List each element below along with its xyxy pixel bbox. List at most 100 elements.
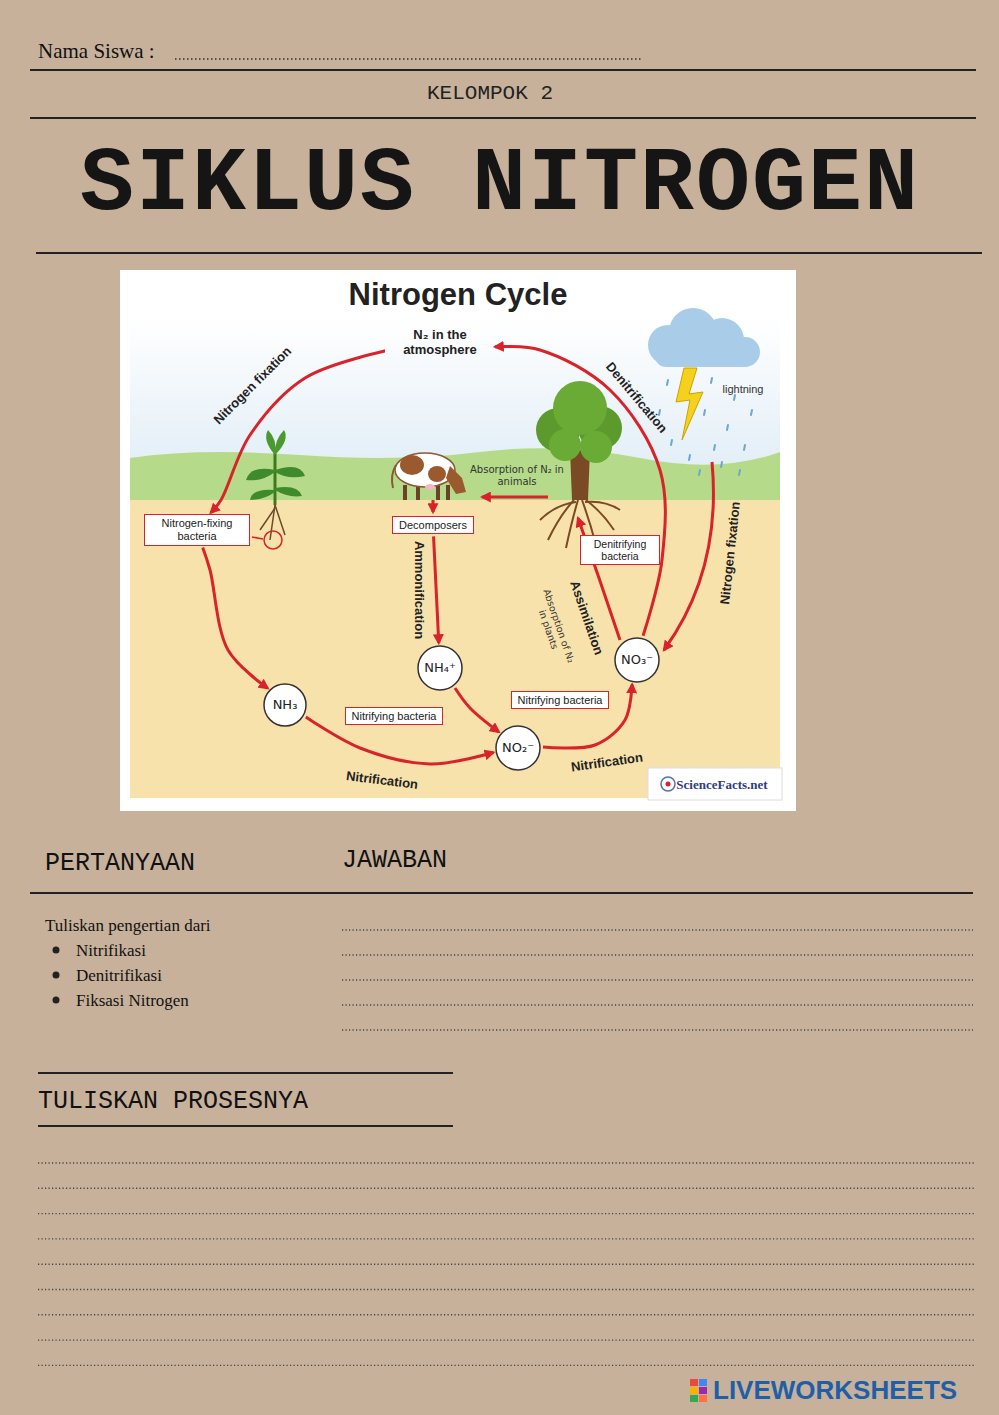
question-item: Fiksasi Nitrogen <box>76 991 189 1011</box>
cow <box>392 465 396 488</box>
liveworksheets-logo <box>699 1379 707 1386</box>
answer-lines <box>38 1263 976 1264</box>
cloud-lightning <box>744 445 745 450</box>
tree <box>553 381 607 435</box>
answer-lines <box>38 1289 976 1290</box>
node-text: Nitrifying bacteria <box>352 710 437 723</box>
cow <box>428 466 446 482</box>
tree <box>549 429 581 461</box>
answer-lines <box>342 954 973 955</box>
header-rules <box>30 69 976 71</box>
header-rules <box>30 117 976 119</box>
node-text: NH₄⁺ <box>424 661 456 676</box>
question-item: Nitrifikasi <box>76 941 146 961</box>
bacteria-box: Nitrogen-fixing bacteria <box>144 514 250 545</box>
cow <box>446 466 466 494</box>
plant <box>260 505 285 540</box>
question-item: Denitrifikasi <box>76 966 162 986</box>
cow <box>395 453 455 487</box>
answer-lines <box>38 1162 976 1163</box>
bullets <box>53 947 60 954</box>
lightning-label: lightning <box>723 383 764 396</box>
cloud-lightning <box>739 470 740 475</box>
tree <box>585 502 620 510</box>
section-rules <box>30 893 973 1126</box>
answer-lines <box>38 1213 976 1214</box>
process-label: Ammonification <box>412 541 427 639</box>
plant <box>264 531 282 549</box>
cow <box>400 455 424 475</box>
column-heading: PERTANYAAN <box>45 850 195 879</box>
plant-absorption-label: Absorption of N₂ in plants <box>529 586 576 671</box>
answer-lines <box>38 1339 976 1340</box>
circle-outline <box>418 646 462 690</box>
circle-outline <box>615 638 659 682</box>
cloud-lightning <box>699 470 700 475</box>
source-watermark: ScienceFacts.net <box>676 778 767 793</box>
plant <box>250 490 275 500</box>
process-label: Denitrification <box>602 360 670 437</box>
layout-arrows <box>664 462 713 650</box>
cloud-lightning <box>704 410 705 415</box>
compound-circle: NO₂⁻ <box>495 725 541 771</box>
node-text: NO₂⁻ <box>502 741 534 756</box>
sciencefacts-badge <box>666 782 671 787</box>
liveworksheets-logo <box>699 1387 707 1394</box>
cycle-picture <box>120 270 796 811</box>
diagram-heading: Nitrogen Cycle <box>349 277 568 313</box>
node-text: Decomposers <box>399 519 467 532</box>
liveworksheets-logo <box>690 1379 698 1386</box>
plant <box>275 430 286 455</box>
plant <box>275 487 302 496</box>
plant <box>252 537 263 539</box>
watermark: LIVEWORKSHEETS <box>713 1376 957 1406</box>
cloud-lightning <box>727 425 728 430</box>
cloud-lightning <box>714 445 715 450</box>
bullets <box>53 997 60 1004</box>
compound-circle: NH₃ <box>263 683 307 727</box>
header-rules <box>175 58 642 60</box>
answer-lines <box>342 979 973 980</box>
node-text: Nitrogen-fixing bacteria <box>151 517 243 542</box>
plant <box>275 505 285 535</box>
liveworksheets-logo <box>699 1395 707 1402</box>
group-label: KELOMPOK 2 <box>427 82 553 106</box>
node-text: NO₃⁻ <box>621 653 653 668</box>
header-rules <box>36 252 982 254</box>
cycle-picture <box>120 270 796 811</box>
process-label: Nitrogen fixation <box>211 344 295 428</box>
bullets <box>53 947 60 1004</box>
cow <box>403 485 407 500</box>
section-rules <box>38 1125 453 1127</box>
column-heading: JAWABAN <box>342 847 447 876</box>
answer-lines <box>38 930 976 1365</box>
plant <box>246 469 275 481</box>
section-heading: TULISKAN PROSESNYA <box>38 1088 308 1117</box>
cow <box>392 453 466 500</box>
compound-circle: NO₃⁻ <box>614 637 660 683</box>
liveworksheets-logo <box>690 1395 698 1402</box>
circle-outline <box>264 684 306 726</box>
sciencefacts-badge <box>648 768 782 800</box>
liveworksheets-logo <box>690 1387 698 1394</box>
cloud-lightning <box>671 440 672 445</box>
cloud-lightning <box>734 395 735 400</box>
answer-lines <box>342 1004 973 1005</box>
plant <box>246 430 305 549</box>
cycle-arrow <box>434 536 439 643</box>
bacteria-box: Nitrifying bacteria <box>345 707 444 726</box>
cloud-lightning <box>655 345 755 367</box>
bacteria-box: Denitrifying bacteria <box>580 535 660 565</box>
worksheet-title: SIKLUS NITROGEN <box>80 134 920 238</box>
process-label: Nitrification <box>345 769 419 793</box>
section-rules <box>30 892 973 894</box>
compound-circle: NH₄⁺ <box>417 645 463 691</box>
student-name-field: Nama Siswa : <box>38 39 155 63</box>
atmosphere-node: N₂ in the atmosphere <box>387 327 493 359</box>
process-label: Nitrification <box>570 751 644 776</box>
process-box: Decomposers <box>392 516 474 535</box>
animal-absorption-label: Absorption of N₂ in animals <box>469 464 565 487</box>
bullets <box>53 972 60 979</box>
node-text: N₂ in the atmosphere <box>390 328 490 358</box>
node-text: NH₃ <box>273 698 298 713</box>
